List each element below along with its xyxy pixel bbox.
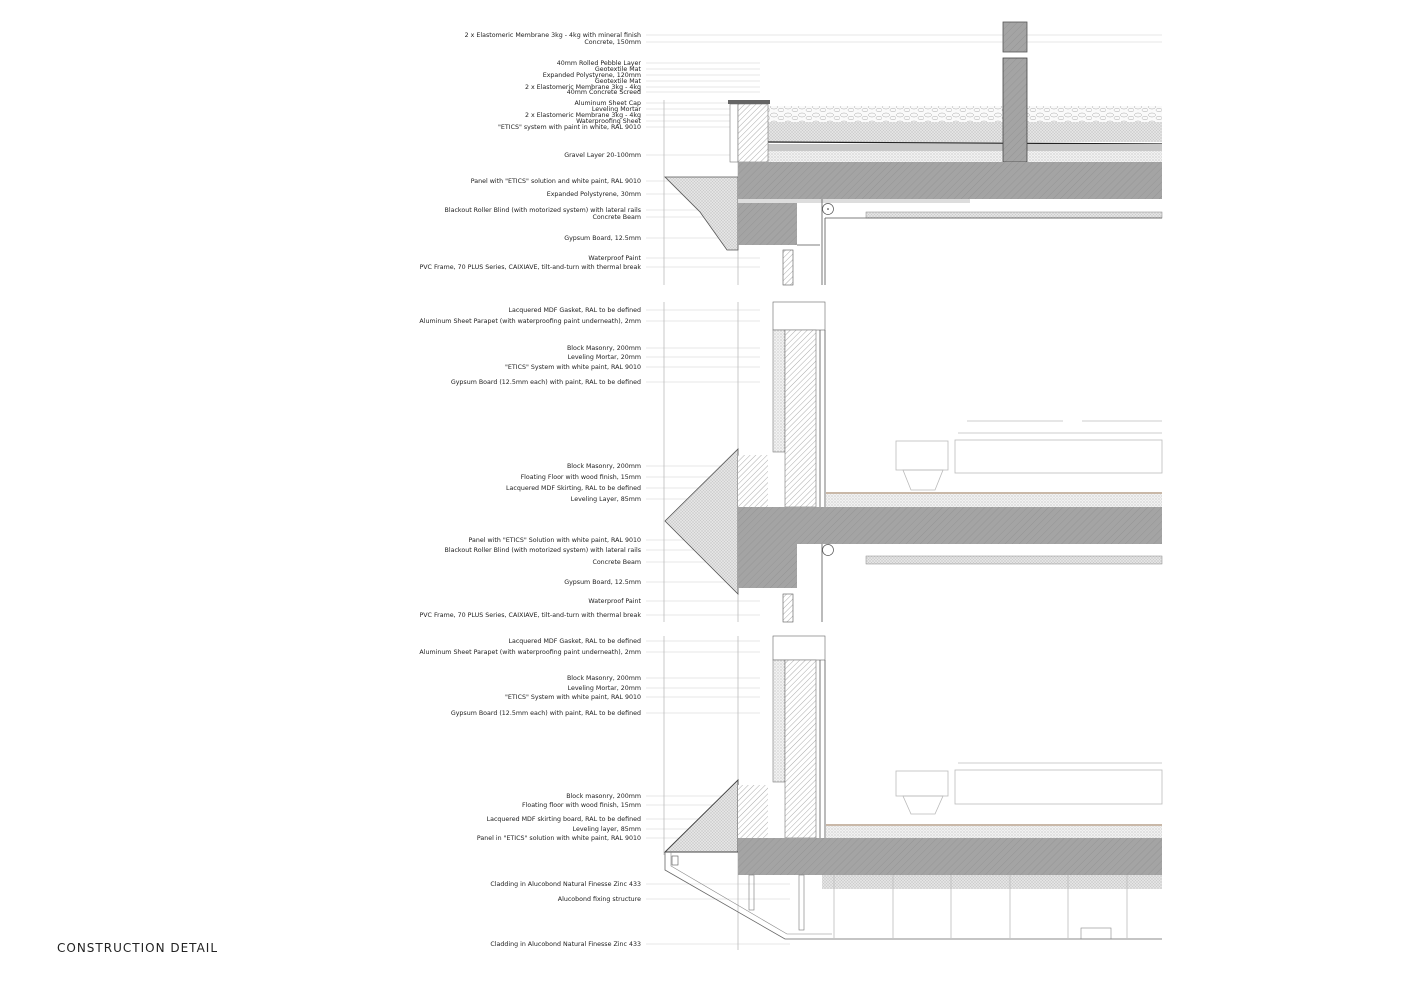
material-label: Panel with "ETICS" solution and white pa… — [471, 178, 641, 185]
aluminum-cap — [728, 100, 770, 104]
material-label: 2 x Elastomeric Membrane 3kg - 4kg — [525, 112, 641, 119]
drawing-title: CONSTRUCTION DETAIL — [57, 941, 219, 955]
material-label: Gypsum Board, 12.5mm — [564, 235, 641, 242]
material-label: Waterproof Paint — [588, 255, 641, 262]
material-label: Geotextile Mat — [595, 66, 642, 73]
material-label: Floating Floor with wood finish, 15mm — [521, 474, 641, 481]
material-label: Aluminum Sheet Parapet (with waterproofi… — [419, 318, 641, 325]
material-label: Leveling Mortar, 20mm — [568, 685, 641, 692]
material-label: Waterproofing Sheet — [576, 118, 641, 125]
material-label: 40mm Rolled Pebble Layer — [557, 60, 642, 67]
chimney-top — [1002, 21, 1028, 53]
material-labels: 2 x Elastomeric Membrane 3kg - 4kg with … — [419, 32, 641, 948]
intermediate-section — [663, 301, 1163, 623]
roller-blind-icon — [822, 544, 834, 556]
material-label: "ETICS" System with white paint, RAL 901… — [505, 364, 641, 371]
material-label: Leveling Mortar — [592, 106, 642, 113]
material-label: Geotextile Mat — [595, 78, 642, 85]
material-label: Concrete Beam — [592, 559, 641, 566]
material-label: Expanded Polystyrene, 30mm — [547, 191, 641, 198]
material-label: Lacquered MDF Skirting, RAL to be define… — [506, 485, 641, 492]
material-label: 2 x Elastomeric Membrane 3kg - 4kg — [525, 84, 641, 91]
material-label: Cladding in Alucobond Natural Finesse Zi… — [490, 941, 641, 948]
furniture-outline — [895, 420, 1163, 491]
material-label: Gypsum Board (12.5mm each) with paint, R… — [451, 379, 641, 386]
material-label: 2 x Elastomeric Membrane 3kg - 4kg with … — [465, 32, 641, 39]
roof-section — [663, 21, 1163, 286]
material-label: Gravel Layer 20-100mm — [564, 152, 641, 159]
material-label: Blackout Roller Blind (with motorized sy… — [445, 207, 641, 214]
material-label: Leveling Mortar, 20mm — [568, 354, 641, 361]
column — [1002, 57, 1028, 163]
material-label: Gypsum Board (12.5mm each) with paint, R… — [451, 710, 641, 717]
material-label: Block masonry, 200mm — [566, 793, 641, 800]
material-label: Alucobond fixing structure — [558, 896, 641, 903]
material-label: Gypsum Board, 12.5mm — [564, 579, 641, 586]
material-label: "ETICS" System with white paint, RAL 901… — [505, 694, 641, 701]
material-label: Lacquered MDF Gasket, RAL to be defined — [508, 638, 641, 645]
material-label: Panel with "ETICS" Solution with white p… — [469, 537, 642, 544]
material-label: Aluminum Sheet Cap — [574, 100, 641, 107]
material-label: Leveling Layer, 85mm — [571, 496, 641, 503]
alucobond-cladding — [664, 852, 1162, 940]
material-label: Cladding in Alucobond Natural Finesse Zi… — [490, 881, 641, 888]
material-label: Block Masonry, 200mm — [567, 345, 641, 352]
material-label: Concrete Beam — [592, 214, 641, 221]
material-label: Aluminum Sheet Parapet (with waterproofi… — [419, 649, 641, 656]
material-label: Block Masonry, 200mm — [567, 463, 641, 470]
ground-section — [663, 635, 1163, 950]
furniture-outline — [895, 762, 1163, 815]
material-label: Concrete, 150mm — [584, 39, 641, 46]
material-label: 40mm Concrete Screed — [567, 89, 641, 96]
material-label: Panel in "ETICS" solution with white pai… — [477, 835, 641, 842]
material-label: Waterproof Paint — [588, 598, 641, 605]
material-label: Leveling layer, 85mm — [573, 826, 641, 833]
material-label: Blackout Roller Blind (with motorized sy… — [445, 547, 641, 554]
material-label: "ETICS" system with paint in white, RAL … — [498, 124, 641, 131]
material-label: Lacquered MDF skirting board, RAL to be … — [487, 816, 641, 823]
material-label: PVC Frame, 70 PLUS Series, CAIXIAVE, til… — [419, 612, 641, 619]
material-label: Lacquered MDF Gasket, RAL to be defined — [508, 307, 641, 314]
material-label: Floating floor with wood finish, 15mm — [522, 802, 641, 809]
material-label: PVC Frame, 70 PLUS Series, CAIXIAVE, til… — [419, 264, 641, 271]
material-label: Block Masonry, 200mm — [567, 675, 641, 682]
material-label: Expanded Polystyrene, 120mm — [543, 72, 641, 79]
